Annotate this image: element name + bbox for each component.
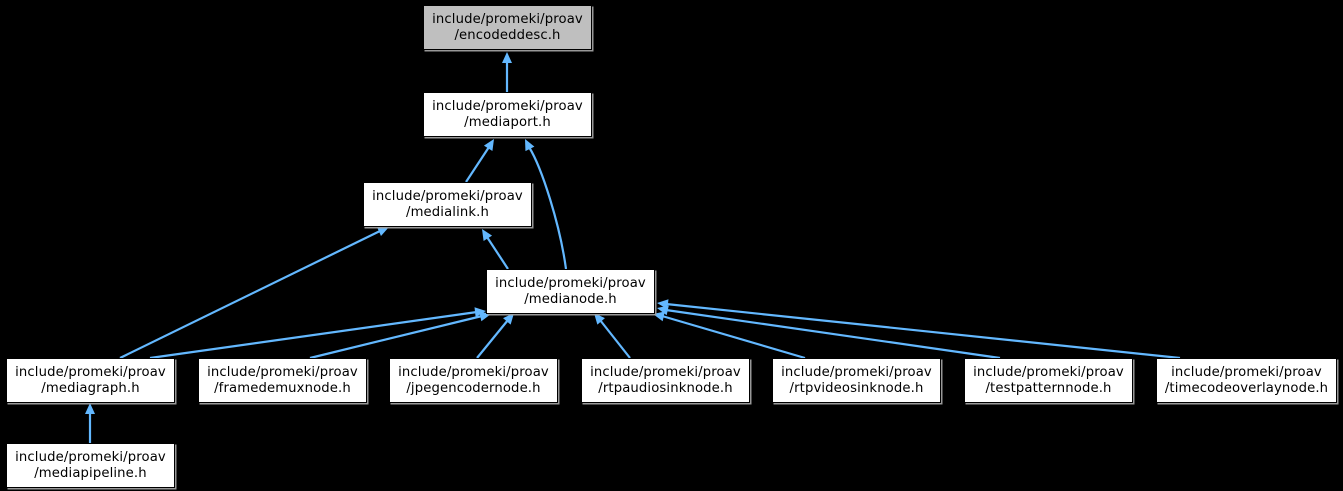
- graph-node-encodeddesc[interactable]: include/promeki/proav /encodeddesc.h: [423, 5, 592, 50]
- graph-node-label: include/promeki/proav /medialink.h: [372, 189, 523, 220]
- graph-edge-medianode-to-medialink: [482, 229, 509, 270]
- graph-edge-rtpvideosinknode-to-medianode: [653, 311, 806, 360]
- graph-node-label: include/promeki/proav /rtpvideosinknode.…: [781, 365, 932, 396]
- graph-edge-mediaport-to-encodeddesc: [502, 52, 512, 92]
- graph-node-label: include/promeki/proav /timecodeoverlayno…: [1164, 365, 1329, 396]
- graph-edge-framedemuxnode-to-medianode: [309, 311, 491, 360]
- graph-node-label: include/promeki/proav /rtpaudiosinknode.…: [590, 365, 741, 396]
- graph-node-medialink[interactable]: include/promeki/proav /medialink.h: [363, 182, 532, 227]
- graph-edge-jpegencodernode-to-medianode: [476, 313, 514, 359]
- graph-node-mediagraph[interactable]: include/promeki/proav /mediagraph.h: [6, 358, 175, 403]
- graph-node-timecodeoverlaynode[interactable]: include/promeki/proav /timecodeoverlayno…: [1156, 358, 1337, 403]
- graph-node-mediaport[interactable]: include/promeki/proav /mediaport.h: [423, 92, 592, 137]
- graph-node-label: include/promeki/proav /testpatternnode.h: [973, 365, 1124, 396]
- graph-edge-mediapipeline-to-mediagraph: [85, 403, 95, 443]
- graph-node-mediapipeline[interactable]: include/promeki/proav /mediapipeline.h: [6, 443, 175, 488]
- graph-node-framedemuxnode[interactable]: include/promeki/proav /framedemuxnode.h: [198, 358, 367, 403]
- graph-edge-rtpaudiosinknode-to-medianode: [594, 313, 631, 359]
- graph-node-label: include/promeki/proav /jpegencodernode.h: [398, 365, 549, 396]
- graph-edge-medialink-to-mediaport: [465, 139, 494, 183]
- graph-node-rtpvideosinknode[interactable]: include/promeki/proav /rtpvideosinknode.…: [772, 358, 941, 403]
- graph-node-label: include/promeki/proav /mediaport.h: [432, 99, 583, 130]
- graph-node-label: include/promeki/proav /framedemuxnode.h: [207, 365, 358, 396]
- graph-node-testpatternnode[interactable]: include/promeki/proav /testpatternnode.h: [964, 358, 1133, 403]
- graph-edge-mediagraph-to-medianode: [149, 307, 486, 360]
- graph-node-label: include/promeki/proav /medianode.h: [495, 276, 646, 307]
- graph-node-rtpaudiosinknode[interactable]: include/promeki/proav /rtpaudiosinknode.…: [581, 358, 750, 403]
- graph-node-jpegencodernode[interactable]: include/promeki/proav /jpegencodernode.h: [389, 358, 558, 403]
- graph-node-label: include/promeki/proav /encodeddesc.h: [432, 12, 583, 43]
- graph-edge-testpatternnode-to-medianode: [657, 305, 1001, 360]
- graph-node-medianode[interactable]: include/promeki/proav /medianode.h: [486, 269, 655, 314]
- graph-node-label: include/promeki/proav /mediagraph.h: [15, 365, 166, 396]
- graph-edge-mediagraph-to-medialink: [119, 226, 389, 359]
- graph-edge-timecodeoverlaynode-to-medianode: [657, 299, 1181, 360]
- graph-node-label: include/promeki/proav /mediapipeline.h: [15, 450, 166, 481]
